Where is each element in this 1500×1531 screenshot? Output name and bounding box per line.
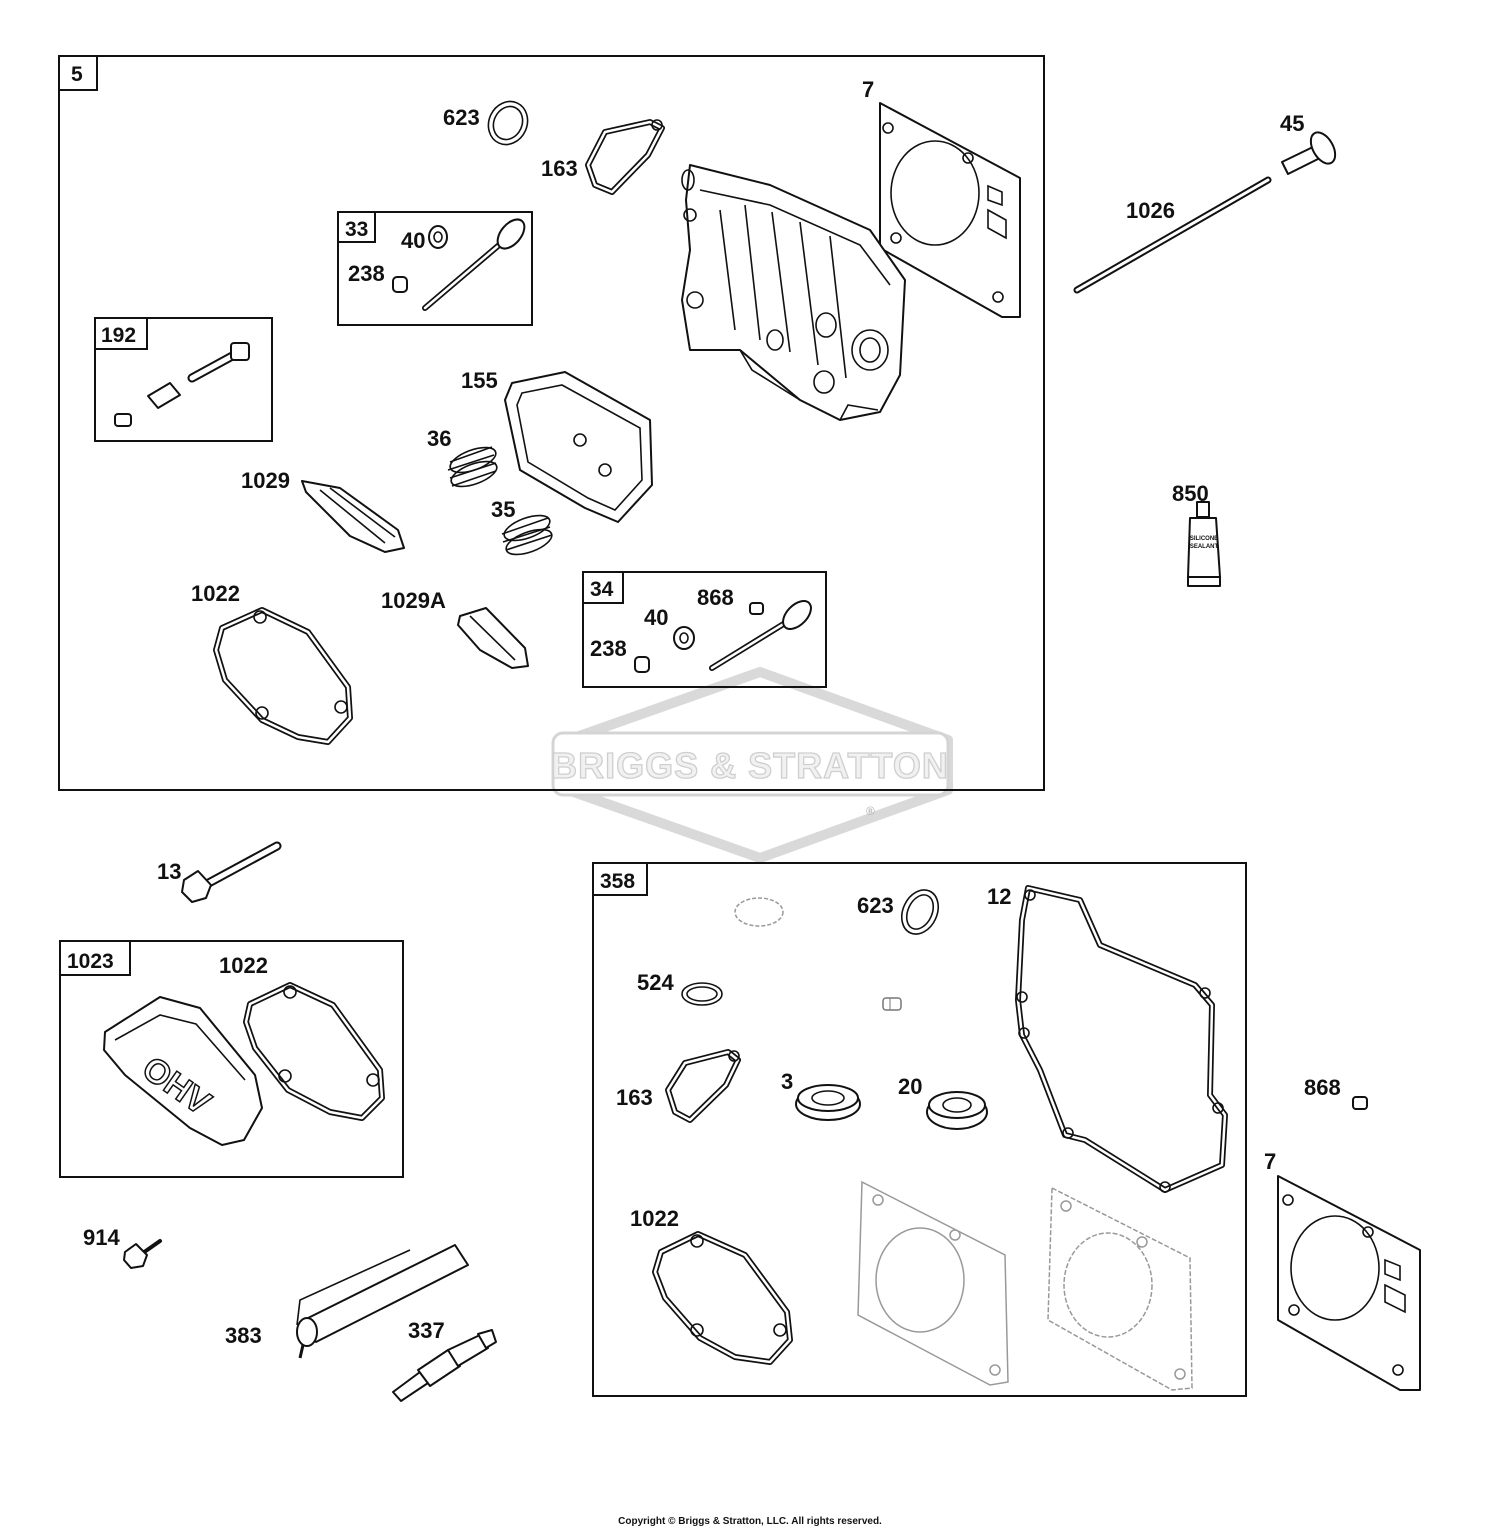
- o-ring-524[interactable]: [681, 982, 723, 1006]
- o-ring-623[interactable]: [481, 95, 534, 151]
- label-13: 13: [157, 859, 181, 884]
- group-34-label: 34: [590, 578, 614, 601]
- label-868: 868: [1304, 1075, 1341, 1100]
- spark-plug-wrench-383[interactable]: [296, 1244, 469, 1359]
- label-163-kit: 163: [616, 1085, 653, 1110]
- sealant-tube-850[interactable]: SILICONE SEALANT: [1187, 501, 1221, 587]
- brand-watermark: BRIGGS & STRATTON ®: [551, 667, 953, 863]
- head-gasket-7-b[interactable]: [1277, 1175, 1421, 1391]
- label-7-b: 7: [1264, 1149, 1276, 1174]
- label-238-bottom: 238: [590, 636, 627, 661]
- head-gasket-ghost-1: [857, 1180, 1009, 1386]
- label-868-kit: 868: [697, 585, 734, 610]
- group-5-label: 5: [71, 63, 83, 86]
- retainer-238-top[interactable]: [392, 276, 408, 293]
- group-192-frame: 192: [94, 317, 273, 442]
- group-1023-label: 1023: [67, 950, 114, 973]
- retainer-238-bottom[interactable]: [634, 656, 650, 673]
- label-163: 163: [541, 156, 578, 181]
- spark-plug-337[interactable]: [392, 1329, 497, 1402]
- valve-cap-868[interactable]: [1352, 1096, 1368, 1110]
- label-238-top: 238: [348, 261, 385, 286]
- group-358-frame: 358: [592, 862, 1247, 1397]
- rocker-stud-192[interactable]: [114, 342, 250, 427]
- label-36: 36: [427, 426, 451, 451]
- group-5-frame: 5: [58, 55, 1045, 791]
- group-34-frame: 34: [582, 571, 827, 688]
- label-623: 623: [443, 105, 480, 130]
- watermark-registered: ®: [866, 804, 875, 818]
- label-1029: 1029: [241, 468, 290, 493]
- label-1022-b: 1022: [219, 953, 268, 978]
- label-7: 7: [862, 77, 874, 102]
- label-20: 20: [898, 1074, 922, 1099]
- exhaust-valve-33[interactable]: [422, 215, 530, 311]
- head-bolt-13[interactable]: [181, 841, 282, 903]
- valve-cap-868-kit[interactable]: [749, 602, 764, 615]
- label-623-kit: 623: [857, 893, 894, 918]
- label-383: 383: [225, 1323, 262, 1348]
- group-1023-frame: 1023: [59, 940, 404, 1178]
- label-914: 914: [83, 1225, 120, 1250]
- label-40-top: 40: [401, 228, 425, 253]
- label-40-bottom: 40: [644, 605, 668, 630]
- cover-gasket-1022-a[interactable]: [213, 607, 353, 745]
- rocker-cover-1023[interactable]: OHV: [103, 996, 263, 1146]
- valve-seal-40-bottom[interactable]: [673, 626, 695, 650]
- label-337: 337: [408, 1318, 445, 1343]
- pushrod-1026[interactable]: [1073, 176, 1272, 294]
- tube-text-2: SEALANT: [1190, 544, 1219, 550]
- intake-valve-34[interactable]: [709, 596, 816, 671]
- label-1022-a: 1022: [191, 581, 240, 606]
- intake-gasket-163[interactable]: [585, 119, 665, 195]
- watermark-text: BRIGGS & STRATTON: [551, 745, 949, 786]
- valve-seal-40-top[interactable]: [428, 225, 448, 249]
- label-524: 524: [637, 970, 674, 995]
- intake-gasket-163-kit[interactable]: [665, 1049, 741, 1123]
- label-1029A: 1029A: [381, 588, 446, 613]
- group-358-label: 358: [600, 870, 635, 893]
- o-ring-ghost: [734, 897, 784, 927]
- head-gasket-ghost-2: [1047, 1186, 1193, 1391]
- label-35: 35: [491, 497, 515, 522]
- tube-text-1: SILICONE: [1190, 536, 1218, 542]
- air-guide-1029A[interactable]: [457, 607, 529, 669]
- label-12: 12: [987, 884, 1011, 909]
- cover-gasket-1022-b[interactable]: [243, 982, 385, 1121]
- label-1022-c: 1022: [630, 1206, 679, 1231]
- label-3: 3: [781, 1069, 793, 1094]
- o-ring-623-kit[interactable]: [895, 884, 945, 940]
- valve-tappet-45[interactable]: [1281, 128, 1340, 175]
- cover-gasket-1022-c[interactable]: [652, 1231, 793, 1365]
- rocker-cover-155[interactable]: [504, 371, 653, 523]
- valve-spring-36[interactable]: [447, 442, 500, 491]
- head-gasket-7[interactable]: [879, 102, 1021, 318]
- air-guide-1029[interactable]: [301, 480, 405, 553]
- label-850: 850: [1172, 481, 1209, 506]
- label-155: 155: [461, 368, 498, 393]
- oil-seal-20[interactable]: [926, 1091, 988, 1130]
- small-fitting: [882, 997, 902, 1011]
- crankcase-gasket-12[interactable]: [1015, 885, 1228, 1193]
- oil-seal-3[interactable]: [795, 1084, 861, 1121]
- screw-914[interactable]: [123, 1239, 162, 1269]
- group-33-frame: 33: [337, 211, 533, 326]
- copyright-footer: Copyright © Briggs & Stratton, LLC. All …: [618, 1516, 882, 1527]
- group-192-label: 192: [101, 324, 136, 347]
- label-45: 45: [1280, 111, 1304, 136]
- cylinder-head[interactable]: [681, 164, 906, 421]
- valve-spring-35[interactable]: [501, 510, 555, 559]
- label-1026: 1026: [1126, 198, 1175, 223]
- group-33-label: 33: [345, 218, 368, 241]
